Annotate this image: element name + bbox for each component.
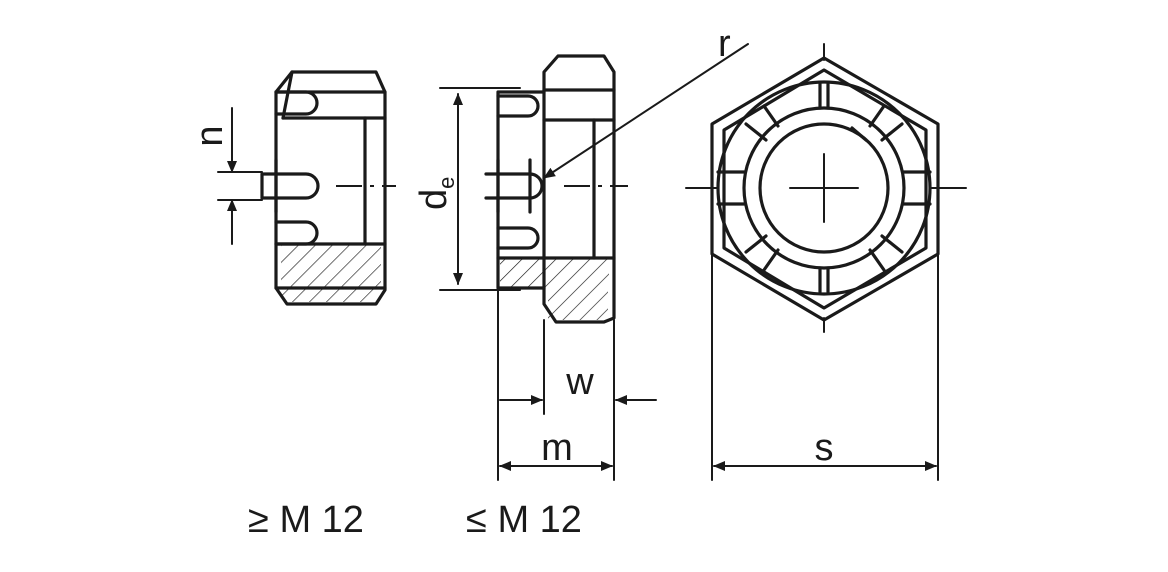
- section-hatch-large: [281, 244, 381, 302]
- caption-large: ≥ M 12: [248, 499, 364, 541]
- leader-r: [543, 43, 749, 179]
- nut-body-outline-small: [542, 54, 616, 324]
- label-n: n: [189, 125, 231, 146]
- side-view-large: n: [189, 70, 396, 306]
- label-w: w: [565, 361, 594, 403]
- label-de: de: [413, 177, 459, 210]
- label-m: m: [541, 427, 573, 469]
- section-hatch-small: [500, 258, 609, 288]
- caption-small: ≤ M 12: [466, 499, 582, 541]
- slot-top-large: [274, 90, 319, 116]
- crown-inner-circle: [742, 106, 906, 270]
- thread-circle: [758, 122, 890, 254]
- label-r: r: [718, 23, 731, 65]
- slot-top-small: [496, 94, 540, 118]
- slot-middle-small: [484, 172, 544, 200]
- slot-middle-large: [260, 172, 320, 200]
- nut-body-outline-large: [274, 70, 387, 306]
- end-view: s: [685, 43, 967, 481]
- side-view-small: de r w m: [413, 23, 749, 481]
- slot-bottom-large: [274, 220, 319, 246]
- slot-bottom-small: [496, 226, 540, 250]
- label-s: s: [815, 427, 834, 469]
- slot-marks: [716, 82, 932, 294]
- inner-crown-outline: [722, 68, 928, 310]
